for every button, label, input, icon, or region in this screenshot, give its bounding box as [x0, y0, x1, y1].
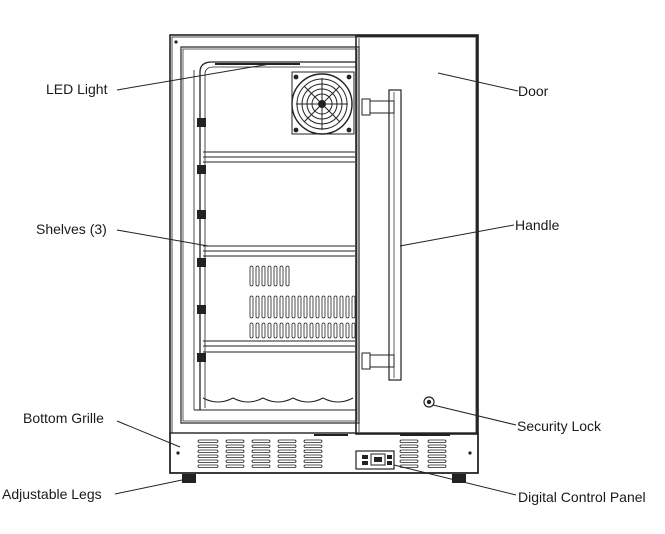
digital-control-panel	[355, 450, 395, 470]
bottom-grille	[169, 432, 479, 474]
label-shelves: Shelves (3)	[36, 221, 107, 237]
label-security-lock: Security Lock	[517, 418, 602, 434]
label-led-light: LED Light	[46, 81, 108, 97]
rear-vent-slots	[249, 265, 356, 339]
fan-icon	[291, 71, 355, 135]
shelf-2	[203, 245, 355, 257]
bottle-rack	[202, 397, 354, 403]
label-door: Door	[518, 83, 549, 99]
handle	[369, 89, 402, 381]
leader-lines	[114, 63, 519, 496]
label-bottom-grille: Bottom Grille	[23, 410, 104, 426]
label-adjustable-legs: Adjustable Legs	[2, 486, 102, 502]
adjustable-legs	[182, 474, 466, 483]
security-lock-icon	[423, 396, 435, 408]
label-digital-control-panel: Digital Control Panel	[518, 489, 646, 505]
shelf-1	[203, 151, 355, 163]
shelves	[203, 151, 355, 353]
shelf-3	[203, 340, 355, 353]
label-handle: Handle	[515, 217, 560, 233]
interior	[193, 61, 356, 411]
shelf-supports	[197, 118, 206, 362]
